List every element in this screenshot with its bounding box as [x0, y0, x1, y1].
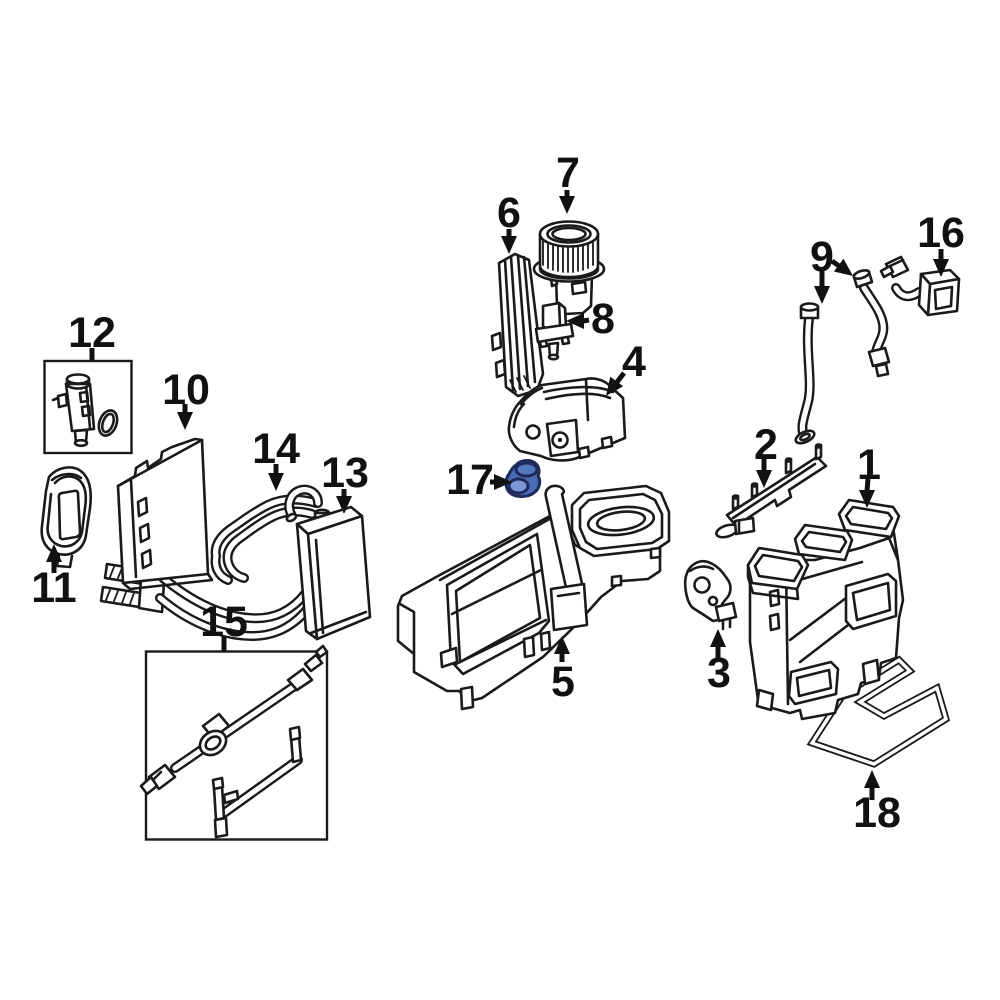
part-14-heater-pipes-drawing — [210, 484, 323, 585]
callout-label-9[interactable]: 9 — [810, 233, 834, 281]
part-2-bracket-drawing — [715, 443, 828, 539]
callout-arrow-8 — [566, 313, 590, 329]
callout-arrow-1 — [859, 478, 875, 508]
callout-arrow-14 — [268, 464, 284, 491]
part-12-expansion-valve-drawing — [43, 359, 133, 455]
callout-label-16[interactable]: 16 — [917, 209, 965, 257]
part-17-grommet-seal-drawing[interactable] — [504, 459, 542, 498]
callout-arrow-17 — [490, 474, 512, 490]
part-15-linkage-rods-drawing — [139, 644, 329, 841]
part-6-cabin-filter-drawing — [490, 252, 545, 398]
callout-arrow-13 — [336, 489, 352, 514]
part-9-drain-hoses-drawing — [794, 269, 891, 445]
callout-label-2[interactable]: 2 — [754, 421, 778, 469]
part-10-evaporator-core-drawing — [99, 437, 315, 642]
part-7-blower-motor-drawing — [532, 220, 606, 316]
grommet-top — [514, 461, 539, 478]
part-1-heater-housing-drawing — [746, 498, 905, 721]
part-5-evaporator-housing-drawing — [396, 484, 671, 711]
callout-arrow-10 — [177, 404, 193, 430]
callout-arrow-2 — [756, 457, 772, 488]
callout-arrow-6 — [501, 229, 517, 254]
callout-arrow-9a — [814, 271, 830, 304]
callout-label-7[interactable]: 7 — [556, 149, 580, 197]
callout-label-15[interactable]: 15 — [200, 598, 248, 646]
callout-label-8[interactable]: 8 — [591, 295, 615, 343]
callout-label-17[interactable]: 17 — [446, 456, 494, 504]
callout-label-1[interactable]: 1 — [857, 441, 881, 489]
part-16-harness-bracket-drawing — [879, 255, 961, 317]
callout-label-4[interactable]: 4 — [622, 338, 646, 386]
callout-label-14[interactable]: 14 — [252, 425, 300, 473]
callout-label-13[interactable]: 13 — [321, 449, 369, 497]
grommet-inner-ring — [507, 477, 530, 495]
callout-label-5[interactable]: 5 — [551, 658, 575, 706]
part-3-actuator-drawing — [683, 559, 738, 631]
callout-arrow-5 — [554, 636, 570, 662]
callout-arrow-4 — [606, 371, 626, 396]
callout-label-18[interactable]: 18 — [853, 789, 901, 837]
callout-label-3[interactable]: 3 — [707, 649, 731, 697]
part-13-heater-core-drawing — [295, 505, 372, 641]
callout-label-10[interactable]: 10 — [162, 366, 210, 414]
callout-arrow-3 — [710, 629, 726, 659]
callout-arrow-18 — [864, 770, 880, 800]
callout-label-11[interactable]: 11 — [31, 564, 76, 612]
callout-arrow-7 — [559, 190, 575, 214]
callout-arrow-16 — [933, 249, 949, 277]
part-11-pipe-cover-drawing — [40, 466, 93, 569]
callout-arrow-11 — [46, 544, 62, 573]
callout-label-12[interactable]: 12 — [68, 309, 116, 357]
callout-arrow-9b — [830, 258, 853, 276]
part-8-regulator-drawing — [534, 301, 575, 361]
callout-label-6[interactable]: 6 — [497, 189, 521, 237]
